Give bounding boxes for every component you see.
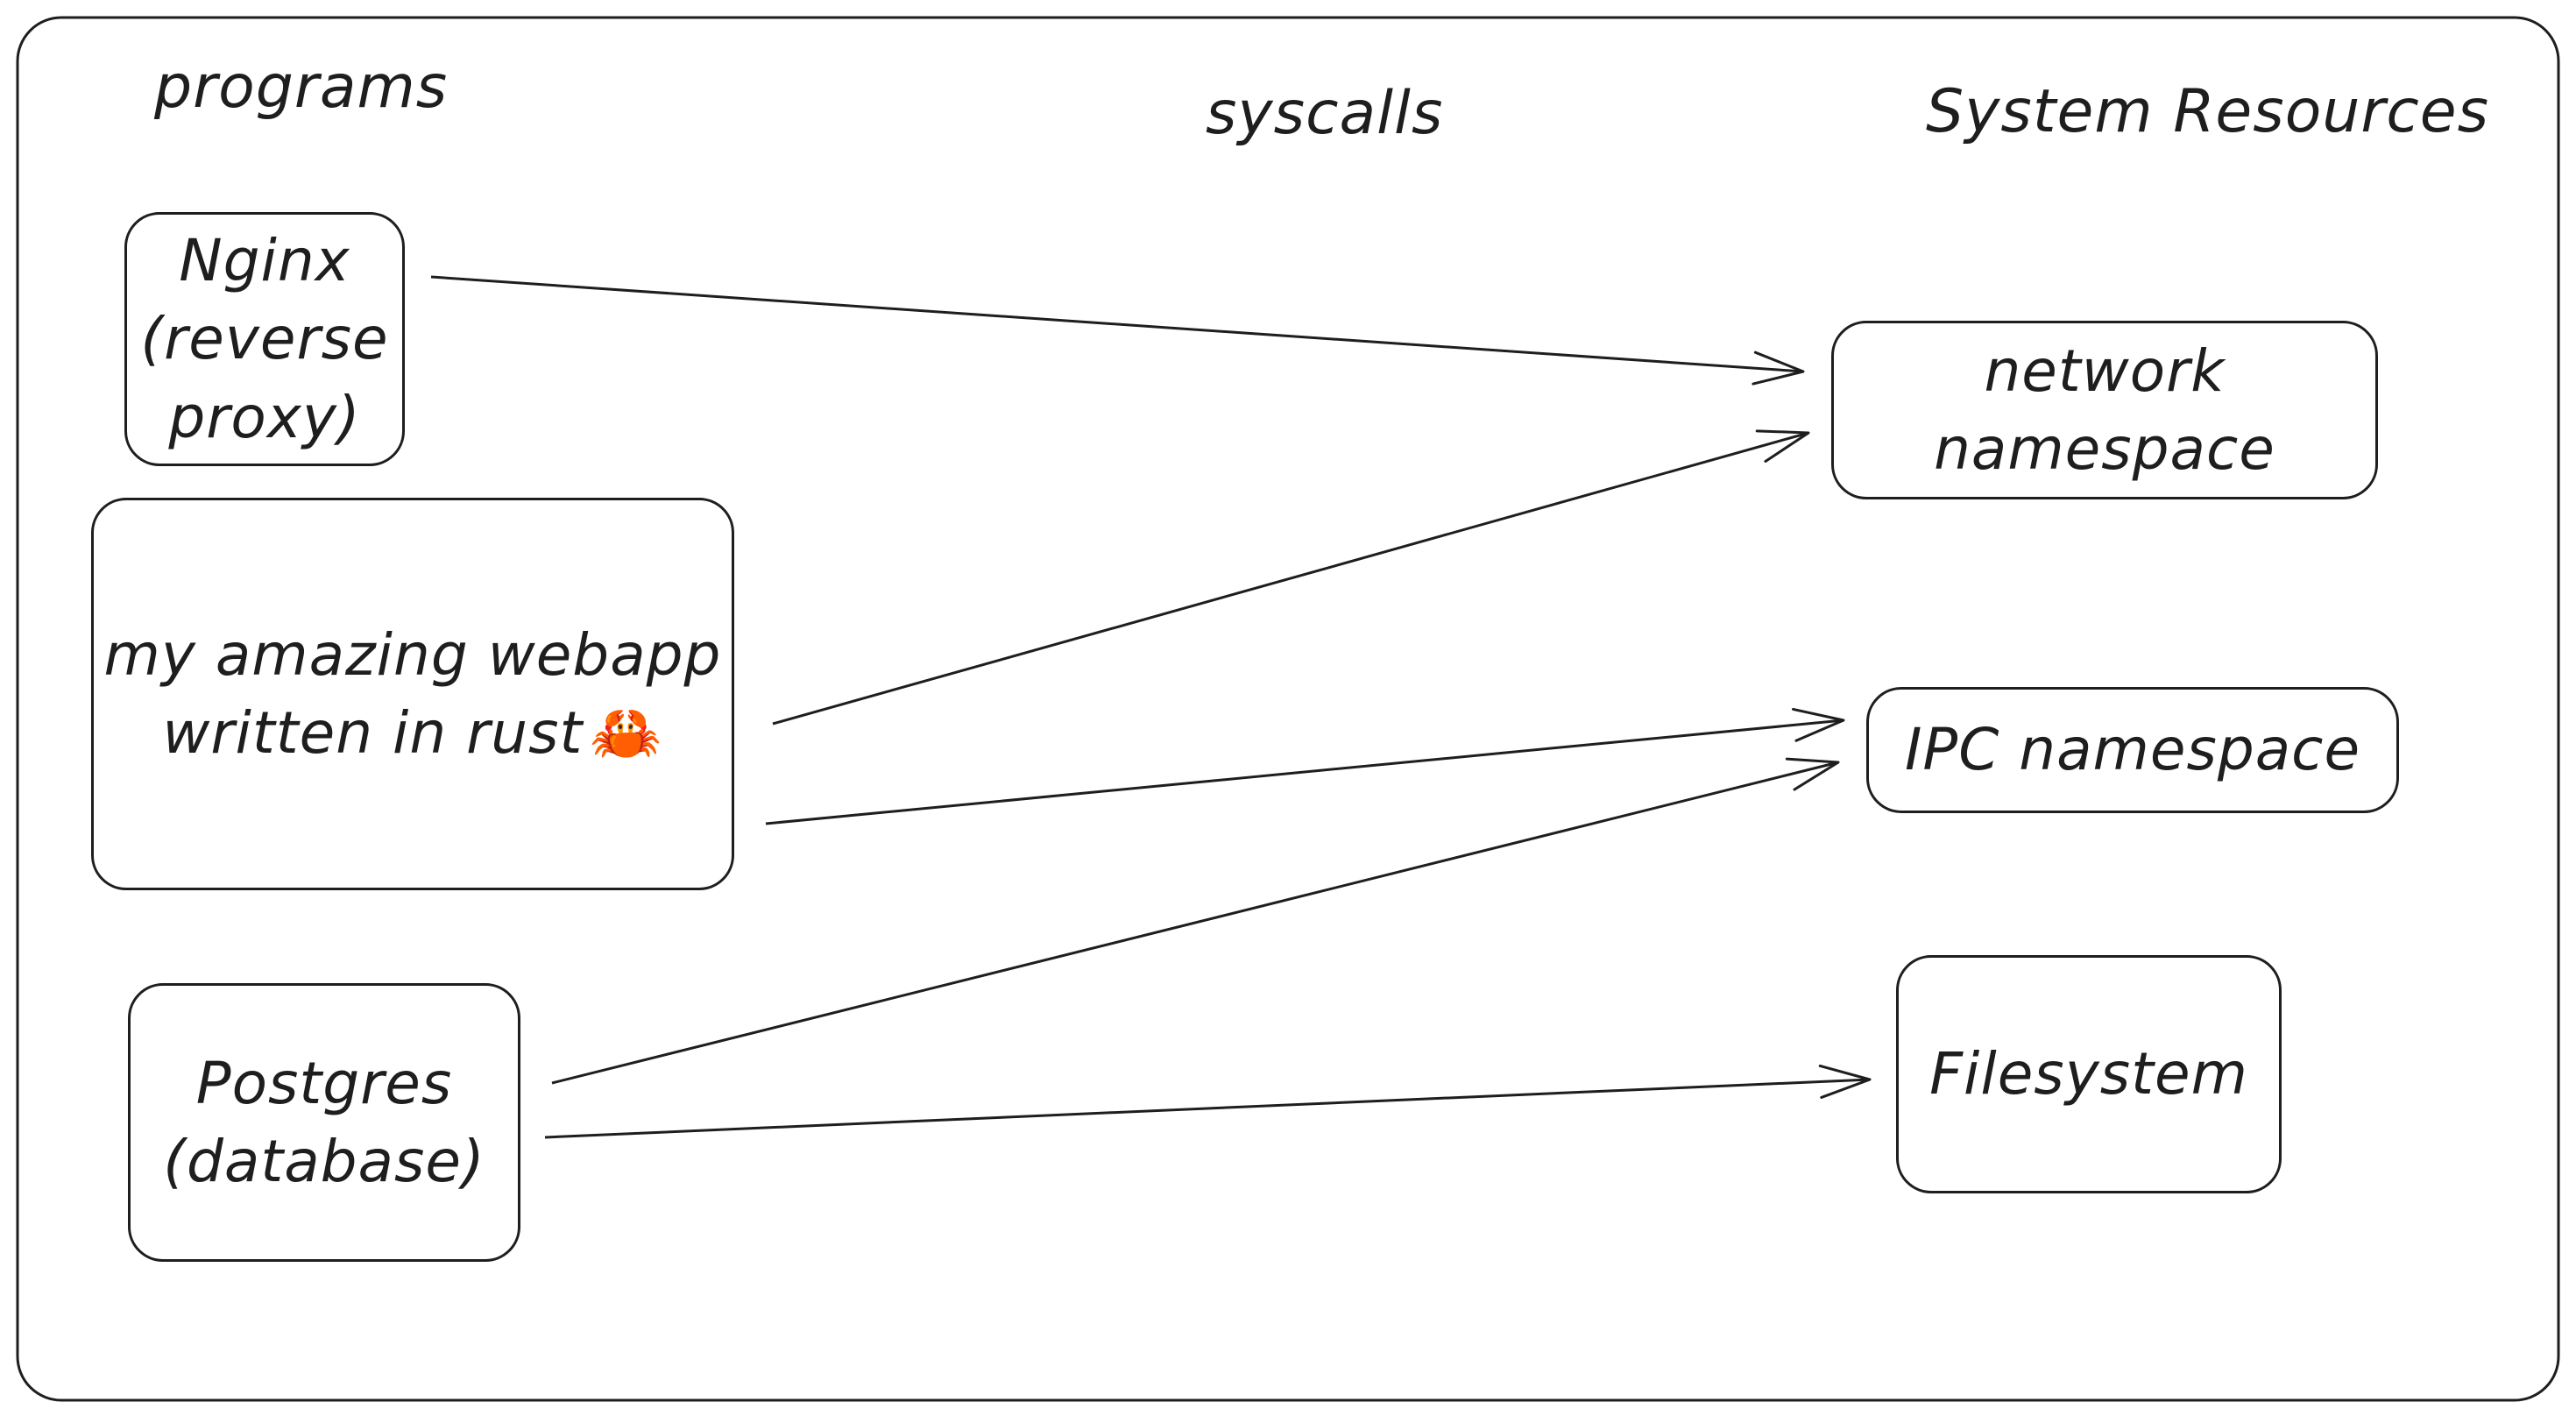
outer-frame [16, 16, 2560, 1402]
filesystem-line-1: Filesystem [1929, 1040, 2248, 1108]
resource-box-ipc-namespace[interactable]: IPC namespace [1866, 687, 2399, 813]
program-box-postgres[interactable]: Postgres (database) [128, 983, 520, 1262]
nginx-line-1: Nginx [179, 227, 350, 295]
webapp-line-2-wrap: written in rust🦀 [104, 694, 722, 772]
resource-label-ipc: IPC namespace [1905, 711, 2360, 789]
arrow-postgres-to-filesystem [544, 1064, 1872, 1139]
program-label-webapp: my amazing webapp written in rust🦀 [104, 616, 722, 772]
nginx-line-3: proxy) [168, 383, 361, 451]
program-box-nginx[interactable]: Nginx (reverse proxy) [124, 212, 405, 466]
postgres-line-2: (database) [163, 1128, 485, 1195]
webapp-line-1: my amazing webapp [103, 620, 722, 689]
program-label-postgres: Postgres (database) [163, 1044, 485, 1200]
crab-icon: 🦀 [590, 699, 663, 767]
program-box-webapp[interactable]: my amazing webapp written in rust🦀 [91, 498, 734, 890]
arrow-webapp-to-ipc [765, 707, 1845, 825]
nginx-line-2: (reverse [140, 305, 389, 373]
resource-box-network-namespace[interactable]: network namespace [1831, 321, 2378, 499]
resource-box-filesystem[interactable]: Filesystem [1896, 955, 2282, 1193]
arrow-postgres-to-ipc [551, 757, 1840, 1085]
network-line-1: network [1984, 336, 2226, 405]
resource-label-network: network namespace [1934, 332, 2275, 488]
arrow-nginx-to-network [430, 275, 1805, 386]
network-line-2: namespace [1934, 415, 2275, 483]
heading-system-resources: System Resources [1926, 77, 2490, 146]
heading-syscalls: syscalls [1206, 79, 1444, 148]
ipc-line-1: IPC namespace [1904, 716, 2361, 784]
heading-programs: programs [154, 53, 449, 122]
program-label-nginx: Nginx (reverse proxy) [140, 222, 388, 456]
postgres-line-1: Postgres [195, 1049, 453, 1117]
webapp-line-2: written in rust [162, 699, 584, 767]
resource-label-filesystem: Filesystem [1929, 1035, 2248, 1113]
arrow-webapp-to-network [772, 429, 1810, 726]
